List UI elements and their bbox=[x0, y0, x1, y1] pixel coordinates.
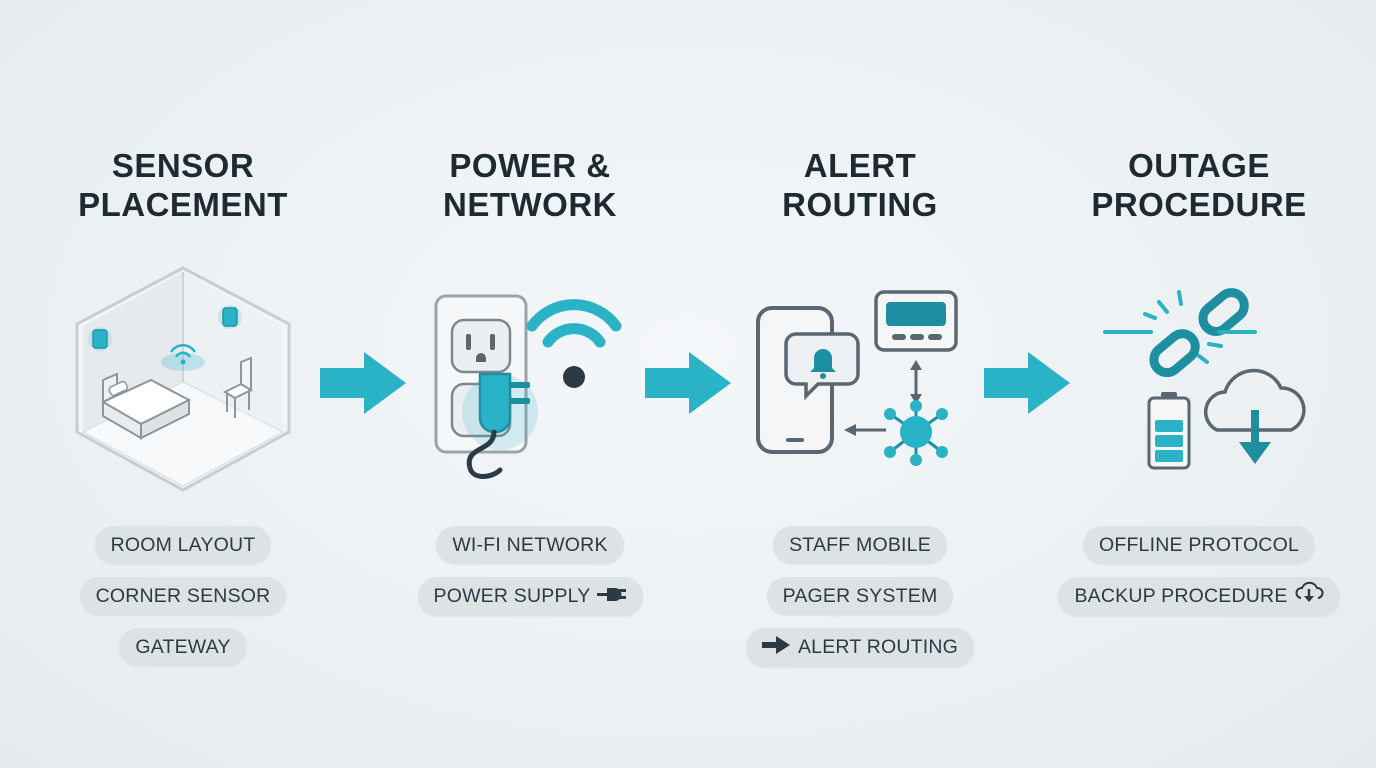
tag-label: POWER SUPPLY bbox=[433, 585, 591, 607]
tag-corner-sensor: CORNER SENSOR bbox=[79, 577, 287, 615]
arrow-right-icon bbox=[320, 352, 406, 414]
step-title-line2: NETWORK bbox=[443, 186, 617, 223]
step-title: POWER & NETWORK bbox=[380, 146, 680, 224]
step-outage-procedure: OUTAGE PROCEDURE bbox=[1049, 0, 1349, 768]
step-power-network: POWER & NETWORK bbox=[380, 0, 680, 768]
tag-list: OFFLINE PROTOCOL BACKUP PROCEDURE bbox=[1049, 526, 1349, 629]
step-title: OUTAGE PROCEDURE bbox=[1049, 146, 1349, 224]
tag-list: STAFF MOBILE PAGER SYSTEM ALERT ROUTING bbox=[710, 526, 1010, 680]
step-sensor-placement: SENSOR PLACEMENT bbox=[33, 0, 333, 768]
step-title-line2: ROUTING bbox=[782, 186, 938, 223]
step-title-line2: PLACEMENT bbox=[78, 186, 288, 223]
tag-label: ALERT ROUTING bbox=[797, 636, 959, 658]
isometric-room-icon bbox=[33, 262, 333, 502]
arrow-right-icon bbox=[984, 352, 1070, 414]
tag-gateway: GATEWAY bbox=[119, 628, 247, 666]
phone-pager-hub-icon bbox=[710, 262, 1010, 502]
tag-wifi-network: WI-FI NETWORK bbox=[436, 526, 624, 564]
tag-backup-procedure: BACKUP PROCEDURE bbox=[1058, 577, 1340, 616]
tag-alert-routing: ALERT ROUTING bbox=[745, 628, 975, 667]
tag-staff-mobile: STAFF MOBILE bbox=[773, 526, 947, 564]
tag-list: WI-FI NETWORK POWER SUPPLY bbox=[380, 526, 680, 629]
arrow-right-icon bbox=[761, 629, 790, 667]
tag-list: ROOM LAYOUT CORNER SENSOR GATEWAY bbox=[33, 526, 333, 679]
step-alert-routing: ALERT ROUTING bbox=[710, 0, 1010, 768]
tag-room-layout: ROOM LAYOUT bbox=[94, 526, 272, 564]
tag-power-supply: POWER SUPPLY bbox=[417, 577, 643, 616]
step-title: ALERT ROUTING bbox=[710, 146, 1010, 224]
power-outlet-wifi-icon bbox=[380, 262, 680, 502]
step-title-line2: PROCEDURE bbox=[1091, 186, 1307, 223]
step-title: SENSOR PLACEMENT bbox=[33, 146, 333, 224]
step-title-line1: SENSOR bbox=[111, 147, 255, 184]
step-title-line1: POWER & bbox=[449, 147, 611, 184]
arrow-right-icon bbox=[645, 352, 731, 414]
tag-label: WI-FI NETWORK bbox=[452, 534, 608, 556]
step-title-line1: ALERT bbox=[803, 147, 917, 184]
step-title-line1: OUTAGE bbox=[1128, 147, 1270, 184]
tag-pager-system: PAGER SYSTEM bbox=[766, 577, 954, 615]
cloud-download-icon bbox=[1294, 578, 1324, 616]
tag-label: BACKUP PROCEDURE bbox=[1074, 585, 1288, 607]
broken-link-battery-cloud-icon bbox=[1049, 262, 1349, 502]
tag-offline-protocol: OFFLINE PROTOCOL bbox=[1082, 526, 1316, 564]
plug-icon bbox=[596, 578, 627, 616]
